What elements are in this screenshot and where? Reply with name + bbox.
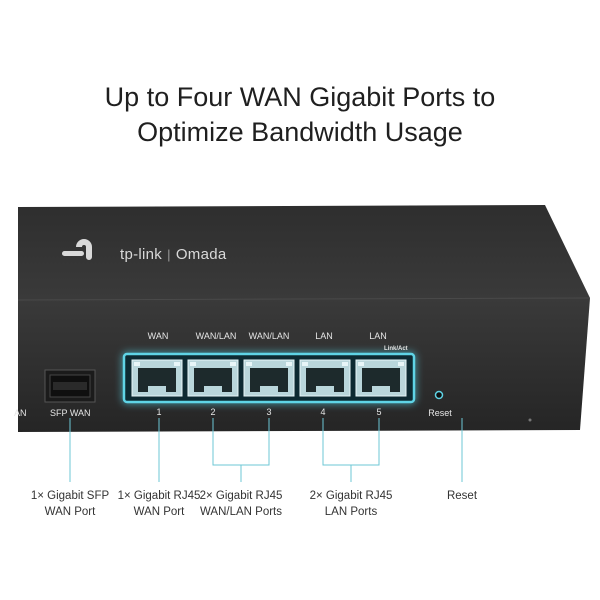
rj45-port-3 <box>243 359 295 397</box>
sfp-wan-label: SFP WAN <box>50 408 91 418</box>
reset-panel-label: Reset <box>428 408 452 418</box>
callout-reset-line-1: Reset <box>446 490 478 502</box>
brand-tplink: tp-link <box>120 246 163 263</box>
headline-line-2: Optimize Bandwidth Usage <box>137 117 463 147</box>
brand-omada: Omada <box>175 246 227 263</box>
rj45-port-5 <box>355 359 407 397</box>
callout-rj45-wan: 1× Gigabit RJ45 WAN Port <box>99 488 219 520</box>
callout-wan-line-2: WAN Port <box>133 506 185 518</box>
port-number-2: 2 <box>210 407 216 417</box>
callout-wanlan-line-1: 2× Gigabit RJ45 <box>199 490 283 502</box>
tp-link-logo-icon <box>62 239 92 260</box>
callout-wan-line-1: 1× Gigabit RJ45 <box>117 490 201 502</box>
callout-wanlan-line-2: WAN/LAN Ports <box>199 506 282 518</box>
sfp-port <box>44 369 96 403</box>
callout-sfp-line-2: WAN Port <box>44 506 96 518</box>
rj45-port-1 <box>131 359 183 397</box>
port-header-5: LAN <box>369 331 387 341</box>
port-header-2: WAN/LAN <box>195 331 237 341</box>
link-act-label: Link/Act <box>384 346 408 352</box>
reset-pinhole-icon <box>434 390 444 400</box>
callout-sfp-line-1: 1× Gigabit SFP <box>30 490 110 502</box>
brand-separator: | <box>167 247 171 262</box>
port-number-5: 5 <box>376 407 382 417</box>
router-top-surface <box>18 205 590 300</box>
port-number-4: 4 <box>320 407 326 417</box>
headline: Up to Four WAN Gigabit Ports to Optimize… <box>0 80 600 150</box>
left-edge-label: AN <box>14 408 27 418</box>
leader-lines <box>69 418 463 482</box>
callout-reset: Reset <box>432 488 492 504</box>
rj45-port-4 <box>299 359 351 397</box>
brand-logo-text: tp-link | Omada <box>120 246 227 263</box>
callout-lan-line-1: 2× Gigabit RJ45 <box>309 490 393 502</box>
callout-rj45-wanlan: 2× Gigabit RJ45 WAN/LAN Ports <box>186 488 296 520</box>
rj45-port-2 <box>187 359 239 397</box>
port-header-1: WAN <box>147 331 169 341</box>
port-number-1: 1 <box>156 407 162 417</box>
headline-line-1: Up to Four WAN Gigabit Ports to <box>104 82 496 112</box>
port-header-3: WAN/LAN <box>248 331 290 341</box>
callout-sfp-wan: 1× Gigabit SFP WAN Port <box>10 488 130 520</box>
callout-lan-line-2: LAN Ports <box>324 506 378 518</box>
port-header-4: LAN <box>315 331 333 341</box>
port-number-3: 3 <box>266 407 272 417</box>
callout-rj45-lan: 2× Gigabit RJ45 LAN Ports <box>296 488 406 520</box>
